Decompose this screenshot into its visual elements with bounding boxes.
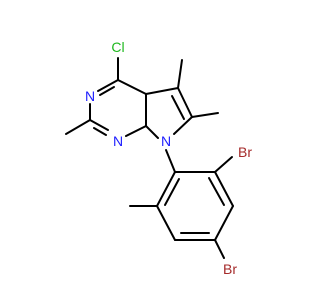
atom-label-cl: Cl — [111, 39, 124, 55]
bond-b4-br — [214, 239, 225, 259]
atom-label-n7: N — [161, 133, 171, 149]
bond-b5-b6 — [156, 205, 176, 241]
atom-label-n1: N — [113, 133, 123, 149]
bond-c4a-c4 — [117, 79, 147, 95]
bond-c5-c6-inner — [171, 95, 185, 120]
bonds — [65, 57, 234, 259]
bond-n1-c7a — [125, 125, 147, 137]
atom-labels: Cl N N N Br Br — [85, 39, 252, 277]
bond-c2-n1-inner — [93, 127, 107, 136]
atom-label-n3: N — [85, 88, 95, 104]
bond-c5-c6 — [177, 87, 193, 118]
atom-label-br-para: Br — [223, 261, 237, 277]
bond-c4-n3-inner — [99, 86, 115, 96]
bond-c6-n7 — [173, 116, 193, 135]
bond-c6-me — [191, 112, 219, 118]
bond-c2-me — [65, 119, 91, 135]
bond-c4-n3 — [97, 79, 119, 92]
molecule-structure: Cl N N N Br Br — [65, 39, 252, 277]
bond-b6-b1 — [156, 171, 176, 207]
bond-b3-b4 — [214, 205, 234, 241]
structure-canvas: Cl N N N Br Br — [65, 39, 252, 277]
bond-c2-n1 — [89, 119, 109, 131]
atom-label-br-ortho: Br — [238, 144, 252, 160]
bond-n7-c7a — [145, 125, 159, 139]
bond-c4a-c5 — [145, 87, 179, 95]
bond-b2-b3-inner — [208, 177, 225, 206]
bond-b6-b1-inner — [164, 178, 180, 206]
bond-c5-me — [177, 59, 183, 89]
bond-b2-br — [214, 156, 233, 173]
bond-b2-b3 — [214, 171, 234, 207]
bond-n7-aryl — [165, 149, 176, 173]
